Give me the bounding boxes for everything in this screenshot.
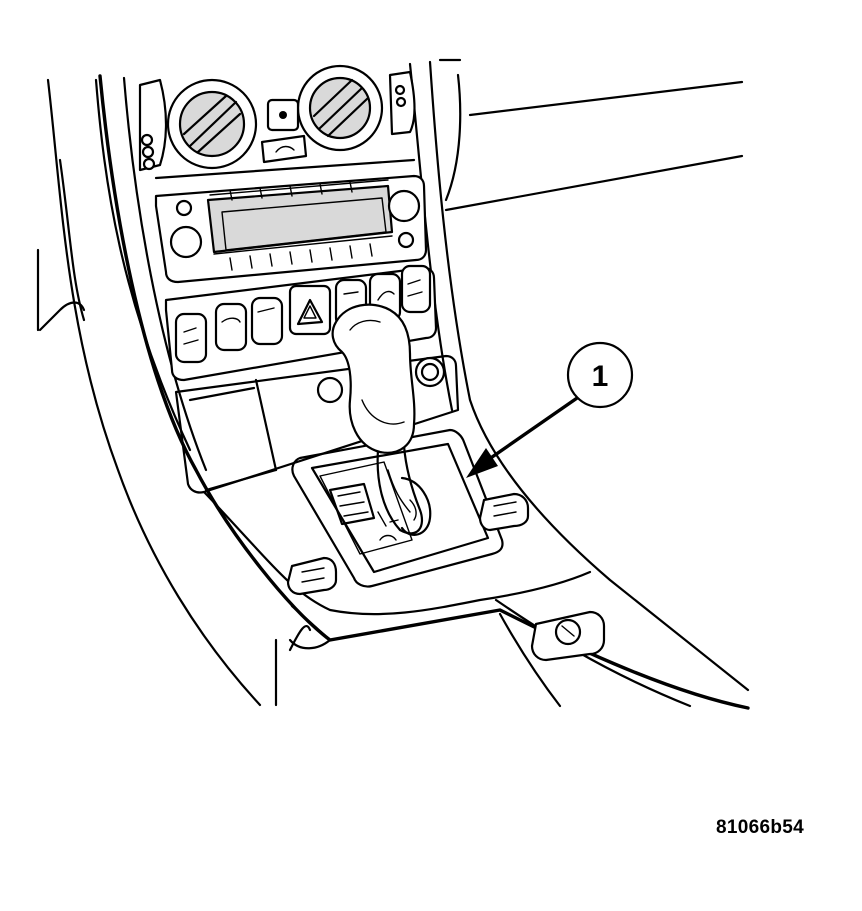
air-vent-icon[interactable] — [166, 78, 258, 170]
heated-seat-icon[interactable] — [400, 264, 432, 314]
shift-knob-icon[interactable] — [331, 303, 424, 535]
rear-console-knob[interactable] — [530, 610, 606, 662]
radio-unit — [154, 174, 428, 284]
dashboard-outline — [438, 58, 744, 212]
heated-seat-icon[interactable] — [174, 312, 208, 364]
bezel-switch-right[interactable] — [478, 492, 530, 532]
switch-bank — [164, 264, 438, 382]
shift-lever-bezel[interactable] — [202, 428, 592, 616]
bezel-switch-left[interactable] — [286, 556, 338, 596]
radio-knob-left[interactable] — [169, 199, 203, 259]
climate-switch[interactable] — [250, 296, 284, 346]
radio-knob-right[interactable] — [387, 189, 421, 249]
left-trim-outline — [36, 78, 312, 707]
climate-switch[interactable] — [214, 302, 248, 352]
callout-1: 1 — [466, 341, 634, 478]
callout-number: 1 — [592, 360, 609, 393]
hvac-vent-panel — [138, 64, 416, 180]
figure-id-label: 81066b54 — [716, 817, 804, 838]
power-outlet-icon[interactable] — [414, 356, 446, 388]
hazard-triangle-icon[interactable] — [288, 284, 332, 336]
console-tray — [174, 354, 460, 494]
air-vent-icon[interactable] — [296, 64, 384, 152]
